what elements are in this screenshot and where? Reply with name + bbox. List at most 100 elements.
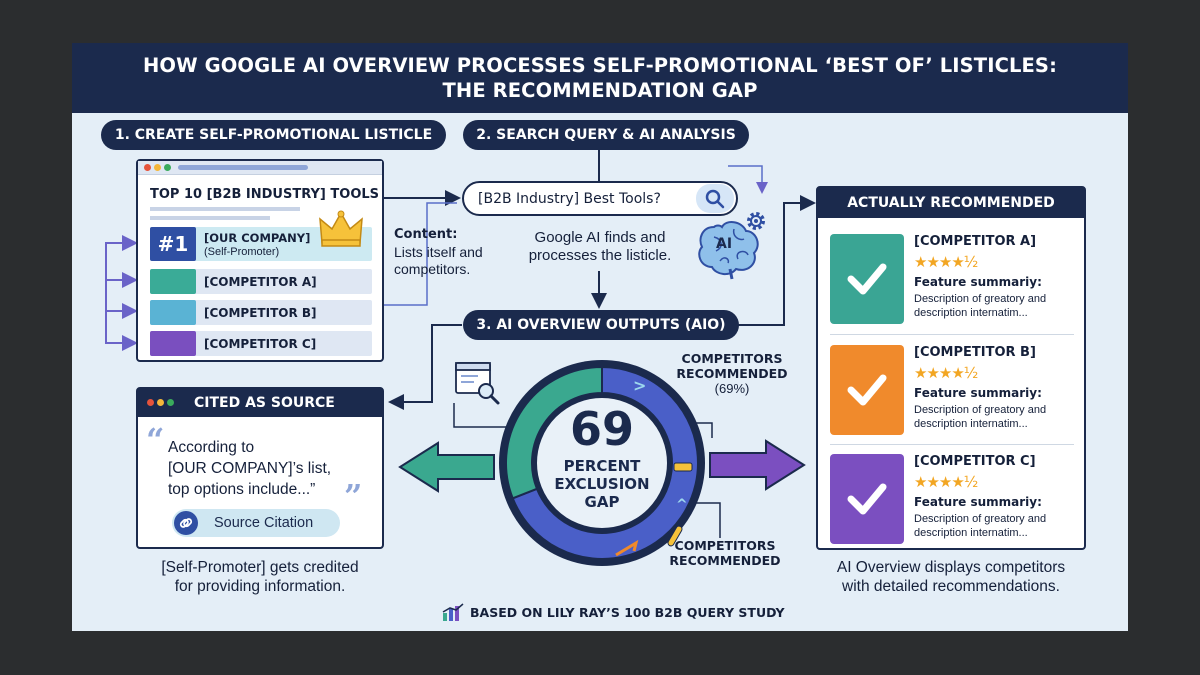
window-dot-yellow — [154, 164, 161, 171]
divider — [830, 334, 1074, 335]
source-citation-chip[interactable]: Source Citation — [172, 509, 340, 537]
label-bottom-line-1: COMPETITORS — [674, 538, 776, 553]
footer: BASED ON LILY RAY’S 100 B2B QUERY STUDY — [442, 603, 785, 621]
donut-label-bottom: COMPETITORS RECOMMENDED — [660, 538, 790, 568]
header-banner: HOW GOOGLE AI OVERVIEW PROCESSES SELF-PR… — [72, 43, 1128, 113]
star-rating: ★★★★½ — [914, 473, 978, 491]
search-box[interactable]: [B2B Industry] Best Tools? — [462, 181, 738, 216]
cited-source-title: CITED AS SOURCE — [194, 395, 335, 411]
recommended-caption: AI Overview displays competitors with de… — [806, 558, 1096, 596]
cited-source-header: CITED AS SOURCE — [138, 389, 382, 417]
badge-icon — [673, 462, 693, 472]
browser-bar — [138, 161, 382, 175]
search-icon — [705, 189, 725, 209]
cited-caption: [Self-Promoter] gets credited for provid… — [126, 558, 394, 596]
quote-line-1: According to — [168, 439, 255, 456]
donut-line-1: PERCENT — [563, 457, 641, 475]
window-dot-yellow — [157, 399, 164, 406]
feature-description: Description of greatory and description … — [914, 512, 1079, 540]
competitor-b-name: [COMPETITOR B] — [914, 345, 1036, 360]
desc-line-1: Description of greatory and — [914, 293, 1047, 305]
competitor-a-name: [COMPETITOR A] — [914, 234, 1037, 249]
recommended-competitor-a: [COMPETITOR A] ★★★★½ Feature summariy: D… — [830, 232, 1074, 332]
donut-line-2: EXCLUSION — [554, 475, 650, 493]
label-top-line-2: RECOMMENDED — [676, 366, 788, 381]
window-dot-red — [147, 399, 154, 406]
content-note-body: Lists itself and competitors. — [394, 244, 483, 278]
search-caption-line-1: Google AI finds and — [534, 229, 666, 246]
competitor-c-swatch — [150, 331, 196, 356]
desc-line-1: Description of greatory and — [914, 513, 1047, 525]
listicle-item-competitor-a: [COMPETITOR A] — [150, 269, 372, 294]
gear-icon — [747, 212, 765, 230]
donut-line-3: GAP — [584, 493, 620, 511]
arrow-glyph — [615, 539, 639, 557]
donut-label-top: COMPETITORS RECOMMENDED (69%) — [672, 351, 792, 396]
quote-line-2: [OUR COMPANY]’s list, — [168, 460, 332, 477]
step-3-pill: 3. AI OVERVIEW OUTPUTS (AIO) — [463, 310, 739, 340]
competitor-b-label: [COMPETITOR B] — [204, 306, 317, 320]
listicle-item-competitor-b: [COMPETITOR B] — [150, 300, 372, 325]
ai-label: AI — [716, 236, 733, 252]
donut-segment-self-promoter — [505, 365, 603, 500]
check-icon — [830, 345, 904, 435]
recommended-caption-line-2: with detailed recommendations. — [842, 578, 1060, 595]
open-quote-icon: “ — [146, 421, 165, 459]
left-arrow-teal — [398, 441, 495, 493]
step-2-pill: 2. SEARCH QUERY & AI ANALYSIS — [463, 120, 749, 150]
label-top-line-1: COMPETITORS — [681, 351, 783, 366]
text-placeholder — [150, 216, 270, 220]
desc-line-2: description internatim... — [914, 307, 1028, 319]
window-dot-red — [144, 164, 151, 171]
divider — [830, 444, 1074, 445]
address-bar — [178, 165, 308, 170]
source-citation-label: Source Citation — [214, 515, 314, 531]
recommended-caption-line-1: AI Overview displays competitors — [836, 559, 1066, 576]
search-caption: Google AI finds and processes the listic… — [492, 229, 708, 265]
donut-segments — [505, 365, 699, 560]
competitor-c-name: [COMPETITOR C] — [914, 454, 1036, 469]
rank-badge: #1 — [150, 227, 196, 261]
bar-chart-icon — [442, 603, 464, 621]
cited-caption-line-1: [Self-Promoter] gets credited — [161, 559, 359, 576]
right-arrow-purple — [709, 439, 806, 491]
listicle-card: TOP 10 [B2B INDUSTRY] TOOLS #1 [OUR COMP… — [136, 159, 384, 362]
donut-big-number: 69 — [569, 402, 634, 456]
link-icon — [174, 511, 198, 535]
competitor-a-swatch — [150, 269, 196, 294]
recommended-competitor-c: [COMPETITOR C] ★★★★½ Feature summariy: D… — [830, 452, 1074, 552]
feature-heading: Feature summariy: — [914, 495, 1042, 509]
feature-description: Description of greatory and description … — [914, 292, 1079, 320]
competitor-b-swatch — [150, 300, 196, 325]
desc-line-2: description internatim... — [914, 527, 1028, 539]
search-caption-line-2: processes the listicle. — [528, 247, 672, 264]
feature-description: Description of greatory and description … — [914, 403, 1079, 431]
title-line-2: THE RECOMMENDATION GAP — [442, 79, 758, 102]
footer-text: BASED ON LILY RAY’S 100 B2B QUERY STUDY — [470, 604, 785, 620]
window-dot-green — [167, 399, 174, 406]
self-promoter-label: (Self-Promoter) — [204, 246, 280, 258]
citation-quote: According to [OUR COMPANY]’s list, top o… — [168, 437, 331, 500]
search-button[interactable] — [696, 184, 734, 213]
desc-line-2: description internatim... — [914, 418, 1028, 430]
recommended-competitor-b: [COMPETITOR B] ★★★★½ Feature summariy: D… — [830, 343, 1074, 443]
content-note-line-1: Lists itself and — [394, 244, 483, 260]
donut-segment-competitors — [511, 365, 699, 560]
star-rating: ★★★★½ — [914, 364, 978, 382]
label-bottom-line-2: RECOMMENDED — [669, 553, 781, 568]
close-quote-icon: ” — [344, 477, 363, 515]
label-top-line-3: (69%) — [714, 381, 750, 396]
listicle-title: TOP 10 [B2B INDUSTRY] TOOLS — [150, 187, 380, 202]
quote-line-3: top options include...” — [168, 481, 316, 498]
check-icon — [830, 454, 904, 544]
ai-brain-icon — [698, 221, 759, 280]
desc-line-1: Description of greatory and — [914, 404, 1047, 416]
window-dot-green — [164, 164, 171, 171]
infographic: HOW GOOGLE AI OVERVIEW PROCESSES SELF-PR… — [72, 43, 1128, 631]
chevron-icon: > — [633, 376, 646, 395]
content-note-line-2: competitors. — [394, 261, 471, 277]
recommended-title: ACTUALLY RECOMMENDED — [818, 188, 1084, 218]
title-line-1: HOW GOOGLE AI OVERVIEW PROCESSES SELF-PR… — [143, 54, 1057, 77]
donut-center-label: PERCENT EXCLUSION GAP — [542, 457, 662, 511]
search-query: [B2B Industry] Best Tools? — [478, 191, 661, 207]
